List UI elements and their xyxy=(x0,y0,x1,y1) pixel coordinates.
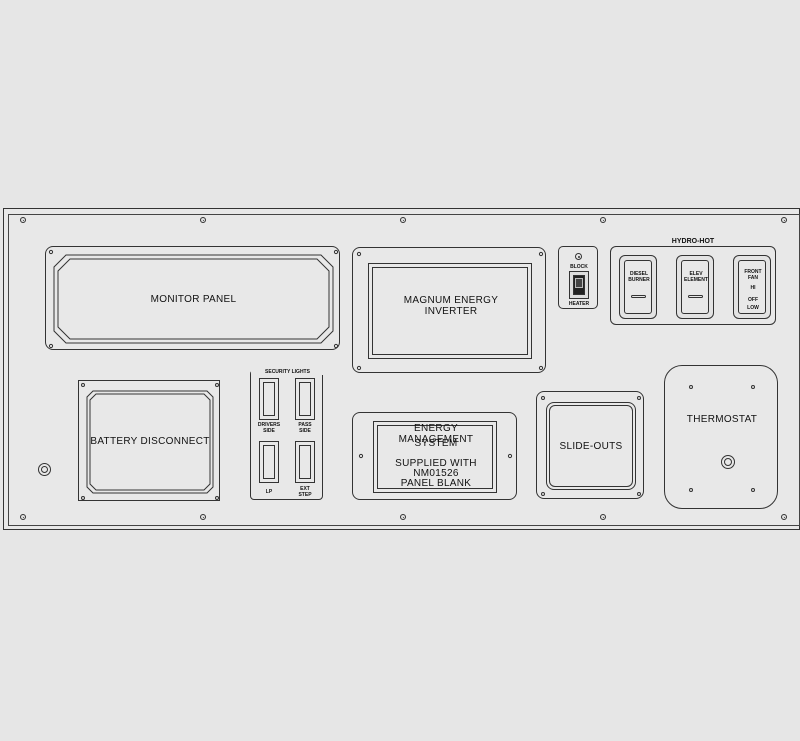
screw-icon xyxy=(400,217,406,223)
pass-side-label-2: SIDE xyxy=(299,428,311,434)
battery-disconnect-plate: BATTERY DISCONNECT xyxy=(78,380,220,501)
screw-icon xyxy=(200,514,206,520)
pass-side-switch[interactable] xyxy=(295,378,315,420)
elec-element-switch[interactable]: ELEV ELEMENT xyxy=(676,255,714,319)
screw-icon xyxy=(600,514,606,520)
battery-disconnect-bezel xyxy=(81,383,219,500)
screw-icon xyxy=(400,514,406,520)
monitor-panel-plate: MONITOR PANEL xyxy=(45,246,340,350)
indicator-light-icon xyxy=(575,253,582,260)
receptacle-icon xyxy=(38,463,51,476)
ext-step-label-2: STEP xyxy=(298,492,312,498)
front-fan-switch[interactable]: FRONT FAN HI OFF LOW xyxy=(733,255,771,319)
screw-icon xyxy=(200,217,206,223)
security-lights-title: SECURITY LIGHTS xyxy=(251,369,324,375)
slide-outs-plate: SLIDE-OUTS xyxy=(536,391,644,499)
elec-element-label-2: ELEMENT xyxy=(684,277,708,283)
ext-step-switch[interactable] xyxy=(295,441,315,483)
slide-outs-screws xyxy=(541,396,641,496)
thermostat[interactable]: THERMOSTAT xyxy=(664,365,778,509)
diesel-burner-label-1: DIESEL xyxy=(629,271,649,277)
screw-icon xyxy=(781,514,787,520)
monitor-panel-label: MONITOR PANEL xyxy=(150,293,237,305)
ems-line5: PANEL BLANK xyxy=(400,478,472,489)
fan-low-label: LOW xyxy=(747,305,759,311)
diesel-burner-label-2: BURNER xyxy=(628,277,650,283)
front-fan-label-2: FAN xyxy=(748,275,758,281)
screw-icon xyxy=(600,217,606,223)
diesel-burner-switch[interactable]: DIESEL BURNER xyxy=(619,255,657,319)
lp-label: LP xyxy=(265,489,273,495)
rocker-icon xyxy=(631,295,646,298)
security-lights-plate: SECURITY LIGHTS DRIVERS SIDE PASS SIDE L… xyxy=(250,369,324,500)
pass-side-label-1: PASS xyxy=(298,422,312,428)
block-heater-plate: BLOCK HEATER xyxy=(558,246,598,309)
heater-label: HEATER xyxy=(568,301,590,307)
ems-blank: ENERGY MANAGEMENT SYSTEM SUPPLIED WITH N… xyxy=(377,423,493,489)
inverter-screws xyxy=(356,251,544,371)
thermostat-label: THERMOSTAT xyxy=(686,413,758,425)
drivers-side-label-2: SIDE xyxy=(263,428,275,434)
block-label: BLOCK xyxy=(570,264,588,270)
screw-icon xyxy=(781,217,787,223)
screw-icon xyxy=(20,217,26,223)
thermostat-screws xyxy=(689,385,755,492)
hydro-hot-plate: DIESEL BURNER ELEV ELEMENT FRONT FAN HI … xyxy=(610,246,776,325)
ems-line4: NM01526 xyxy=(413,468,459,479)
inverter-label-line1: MAGNUM ENERGY xyxy=(403,295,499,306)
fan-hi-label: HI xyxy=(750,285,756,291)
ems-blank-frame: ENERGY MANAGEMENT SYSTEM SUPPLIED WITH N… xyxy=(373,421,497,493)
inverter-display: MAGNUM ENERGY INVERTER xyxy=(372,267,528,355)
hydro-hot-title: HYDRO-HOT xyxy=(671,238,715,245)
slide-outs-switch[interactable]: SLIDE-OUTS xyxy=(546,402,636,490)
inverter-display-frame: MAGNUM ENERGY INVERTER xyxy=(368,263,532,359)
inverter-label-line2: INVERTER xyxy=(424,306,478,317)
monitor-panel-bezel xyxy=(48,249,339,349)
screw-icon xyxy=(20,514,26,520)
ems-line2: SYSTEM xyxy=(414,438,458,449)
elec-element-label-1: ELEV xyxy=(689,271,703,277)
ems-screws xyxy=(358,453,513,459)
thermostat-knob-icon[interactable] xyxy=(721,455,735,469)
lp-switch[interactable] xyxy=(259,441,279,483)
front-fan-label-1: FRONT xyxy=(744,269,762,275)
ext-step-label-1: EXT xyxy=(300,486,310,492)
fan-off-label: OFF xyxy=(748,297,758,303)
ems-line3: SUPPLIED WITH xyxy=(395,458,477,469)
battery-disconnect-label: BATTERY DISCONNECT xyxy=(90,436,210,447)
block-heater-switch[interactable] xyxy=(569,271,589,299)
drivers-side-label-1: DRIVERS xyxy=(257,422,281,428)
drivers-side-switch[interactable] xyxy=(259,378,279,420)
slide-outs-label: SLIDE-OUTS xyxy=(559,440,623,452)
rocker-icon xyxy=(688,295,703,298)
ems-plate: ENERGY MANAGEMENT SYSTEM SUPPLIED WITH N… xyxy=(352,412,517,500)
inverter-panel-plate: MAGNUM ENERGY INVERTER xyxy=(352,247,546,373)
